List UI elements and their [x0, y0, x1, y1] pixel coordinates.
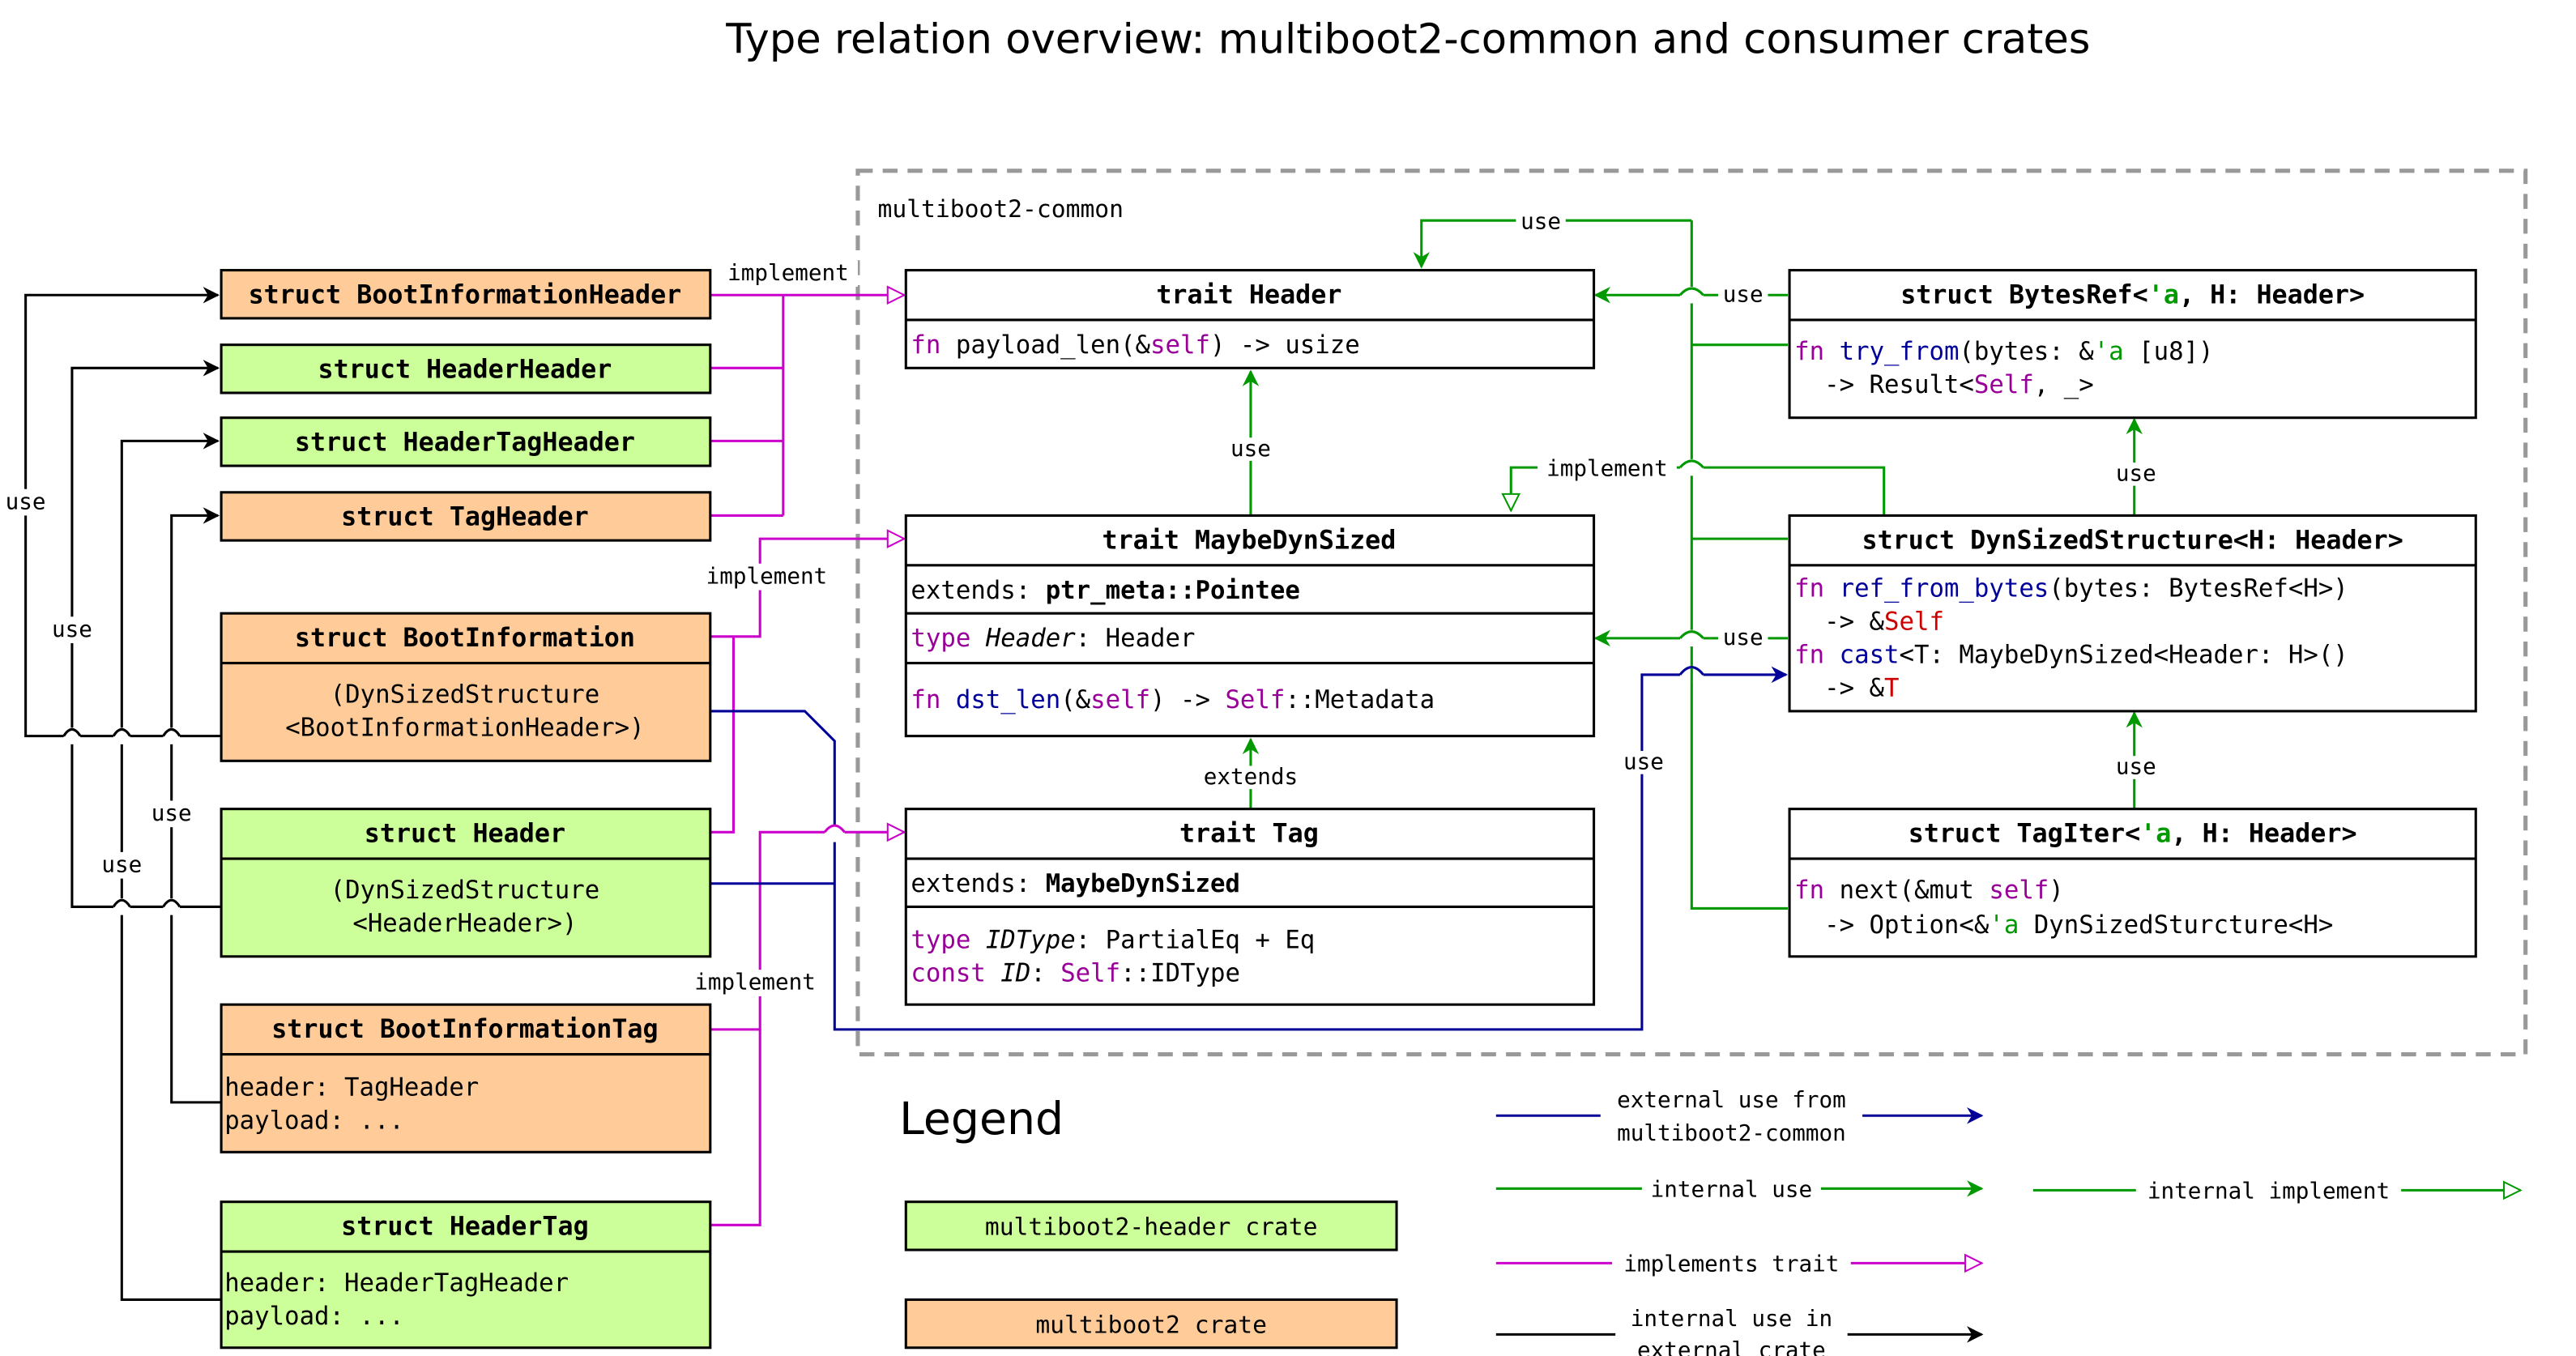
label-use-left-3: use [151, 800, 192, 826]
box-headertag: struct HeaderTag header: HeaderTagHeader… [220, 1200, 712, 1350]
diagram-title: Type relation overview: multiboot2-commo… [725, 15, 2090, 63]
legend-orange-label: multiboot2 crate [1035, 1310, 1267, 1338]
svg-text:struct BootInformation: struct BootInformation [295, 624, 635, 653]
label-implement-top: implement [727, 259, 849, 286]
svg-text:fn dst_len(&self) -> Self::Met: fn dst_len(&self) -> Self::Metadata [911, 686, 1435, 714]
implements-edges [710, 295, 904, 1226]
svg-text:header: HeaderTagHeader: header: HeaderTagHeader [224, 1269, 569, 1298]
label-use-top: use [1520, 207, 1561, 234]
container-label: multiboot2-common [878, 194, 1124, 223]
svg-text:struct BootInformationTag: struct BootInformationTag [271, 1015, 658, 1044]
box-header: struct Header (DynSizedStructure <Header… [220, 808, 712, 958]
label-use-mds-header: use [1230, 435, 1271, 462]
svg-text:struct BootInformationHeader: struct BootInformationHeader [249, 281, 682, 310]
legend-title: Legend [899, 1094, 1064, 1145]
label-use-bytesref: use [1723, 280, 1764, 307]
box-bootinformation: struct BootInformation (DynSizedStructur… [220, 612, 712, 762]
svg-text:struct TagHeader: struct TagHeader [341, 503, 589, 532]
svg-text:const ID: Self::IDType: const ID: Self::IDType [911, 960, 1240, 988]
legend-consumer-use-line2: external crate [1637, 1337, 1826, 1356]
legend-green-label: multiboot2-header crate [985, 1213, 1318, 1241]
svg-text:-> &T: -> &T [1794, 675, 1899, 703]
label-implement-low: implement [694, 969, 816, 996]
box-tagheader: struct TagHeader [220, 491, 712, 542]
legend-external-use-line2: multiboot2-common [1617, 1119, 1846, 1146]
label-use-dss-bytesref: use [2116, 459, 2156, 486]
legend: Legend multiboot2-header crate multiboot… [899, 1085, 2520, 1356]
svg-text:fn cast<T: MaybeDynSized<Heade: fn cast<T: MaybeDynSized<Header: H>() [1794, 642, 2348, 670]
svg-text:struct TagIter<'a, H: Header>: struct TagIter<'a, H: Header> [1909, 820, 2357, 849]
legend-external-use-line1: external use from [1617, 1086, 1846, 1113]
box-trait-maybedynsized: trait MaybeDynSized extends: ptr_meta::P… [904, 514, 1596, 738]
svg-text:fn payload_len(&self) -> usize: fn payload_len(&self) -> usize [911, 331, 1359, 360]
svg-text:-> Result<Self, _>: -> Result<Self, _> [1794, 371, 2094, 399]
svg-text:extends: MaybeDynSized: extends: MaybeDynSized [911, 870, 1239, 898]
label-use-external: use [1623, 748, 1664, 775]
external-use-edges [710, 666, 1789, 1031]
multiboot2-common-container [855, 168, 2528, 1057]
label-implement-mid: implement [706, 562, 828, 589]
legend-implements-trait: implements trait [1623, 1251, 1839, 1277]
box-headerheader: struct HeaderHeader [220, 343, 712, 394]
svg-text:(DynSizedStructure: (DynSizedStructure [331, 681, 600, 710]
label-use-left-2: use [52, 616, 92, 642]
legend-orange-swatch [904, 1298, 1398, 1350]
svg-text:<HeaderHeader>): <HeaderHeader>) [352, 910, 577, 938]
box-bootinformationheader: struct BootInformationHeader [220, 269, 712, 320]
svg-text:type IDType: PartialEq + Eq: type IDType: PartialEq + Eq [911, 927, 1315, 955]
svg-text:type Header: Header: type Header: Header [911, 625, 1195, 653]
label-use-tagiter-dss: use [2116, 753, 2156, 780]
svg-text:-> &Self: -> &Self [1794, 608, 1944, 637]
svg-text:<BootInformationHeader>): <BootInformationHeader>) [285, 714, 644, 743]
svg-text:struct BytesRef<'a, H: Header>: struct BytesRef<'a, H: Header> [1900, 281, 2365, 310]
svg-text:fn next(&mut self): fn next(&mut self) [1794, 876, 2064, 905]
legend-green-swatch [904, 1200, 1398, 1252]
svg-text:(DynSizedStructure: (DynSizedStructure [331, 876, 600, 905]
box-trait-header: trait Header fn payload_len(&self) -> us… [904, 269, 1596, 369]
label-extends-tag: extends [1204, 763, 1298, 790]
label-use-left-4: use [101, 851, 142, 877]
svg-text:struct HeaderTagHeader: struct HeaderTagHeader [295, 429, 635, 458]
box-struct-dynsizedstructure: struct DynSizedStructure<H: Header> fn r… [1788, 514, 2477, 713]
svg-text:struct HeaderHeader: struct HeaderHeader [318, 356, 612, 385]
svg-text:struct Header: struct Header [365, 820, 565, 849]
consumer-use-edges [24, 287, 222, 1301]
svg-text:struct HeaderTag: struct HeaderTag [341, 1213, 589, 1242]
svg-text:payload: ...: payload: ... [224, 1107, 404, 1136]
box-struct-bytesref: struct BytesRef<'a, H: Header> fn try_fr… [1788, 269, 2477, 420]
svg-text:header: TagHeader: header: TagHeader [224, 1074, 479, 1102]
svg-text:payload: ...: payload: ... [224, 1303, 404, 1331]
label-use-dss-mds: use [1723, 624, 1764, 650]
legend-internal-implement: internal implement [2147, 1178, 2390, 1205]
box-struct-tagiter: struct TagIter<'a, H: Header> fn next(&m… [1788, 808, 2477, 958]
legend-consumer-use-line1: internal use in [1631, 1305, 1832, 1332]
legend-internal-use: internal use [1651, 1176, 1812, 1203]
svg-text:fn ref_from_bytes(bytes: Bytes: fn ref_from_bytes(bytes: BytesRef<H>) [1794, 575, 2348, 603]
box-bootinformationtag: struct BootInformationTag header: TagHea… [220, 1003, 712, 1153]
svg-text:trait Tag: trait Tag [1179, 820, 1319, 849]
box-headertagheader: struct HeaderTagHeader [220, 416, 712, 467]
svg-text:extends: ptr_meta::Pointee: extends: ptr_meta::Pointee [911, 577, 1299, 605]
label-implement-mds: implement [1546, 454, 1668, 481]
svg-text:-> Option<&'a DynSizedSturctur: -> Option<&'a DynSizedSturcture<H> [1794, 911, 2333, 940]
svg-text:fn try_from(bytes: &'a [u8]): fn try_from(bytes: &'a [u8]) [1794, 338, 2213, 366]
svg-text:trait Header: trait Header [1156, 281, 1341, 310]
box-trait-tag: trait Tag extends: MaybeDynSized type ID… [904, 808, 1596, 1006]
svg-text:trait MaybeDynSized: trait MaybeDynSized [1102, 526, 1396, 555]
label-use-left-1: use [6, 488, 46, 514]
svg-text:struct DynSizedStructure<H: He: struct DynSizedStructure<H: Header> [1862, 526, 2403, 555]
